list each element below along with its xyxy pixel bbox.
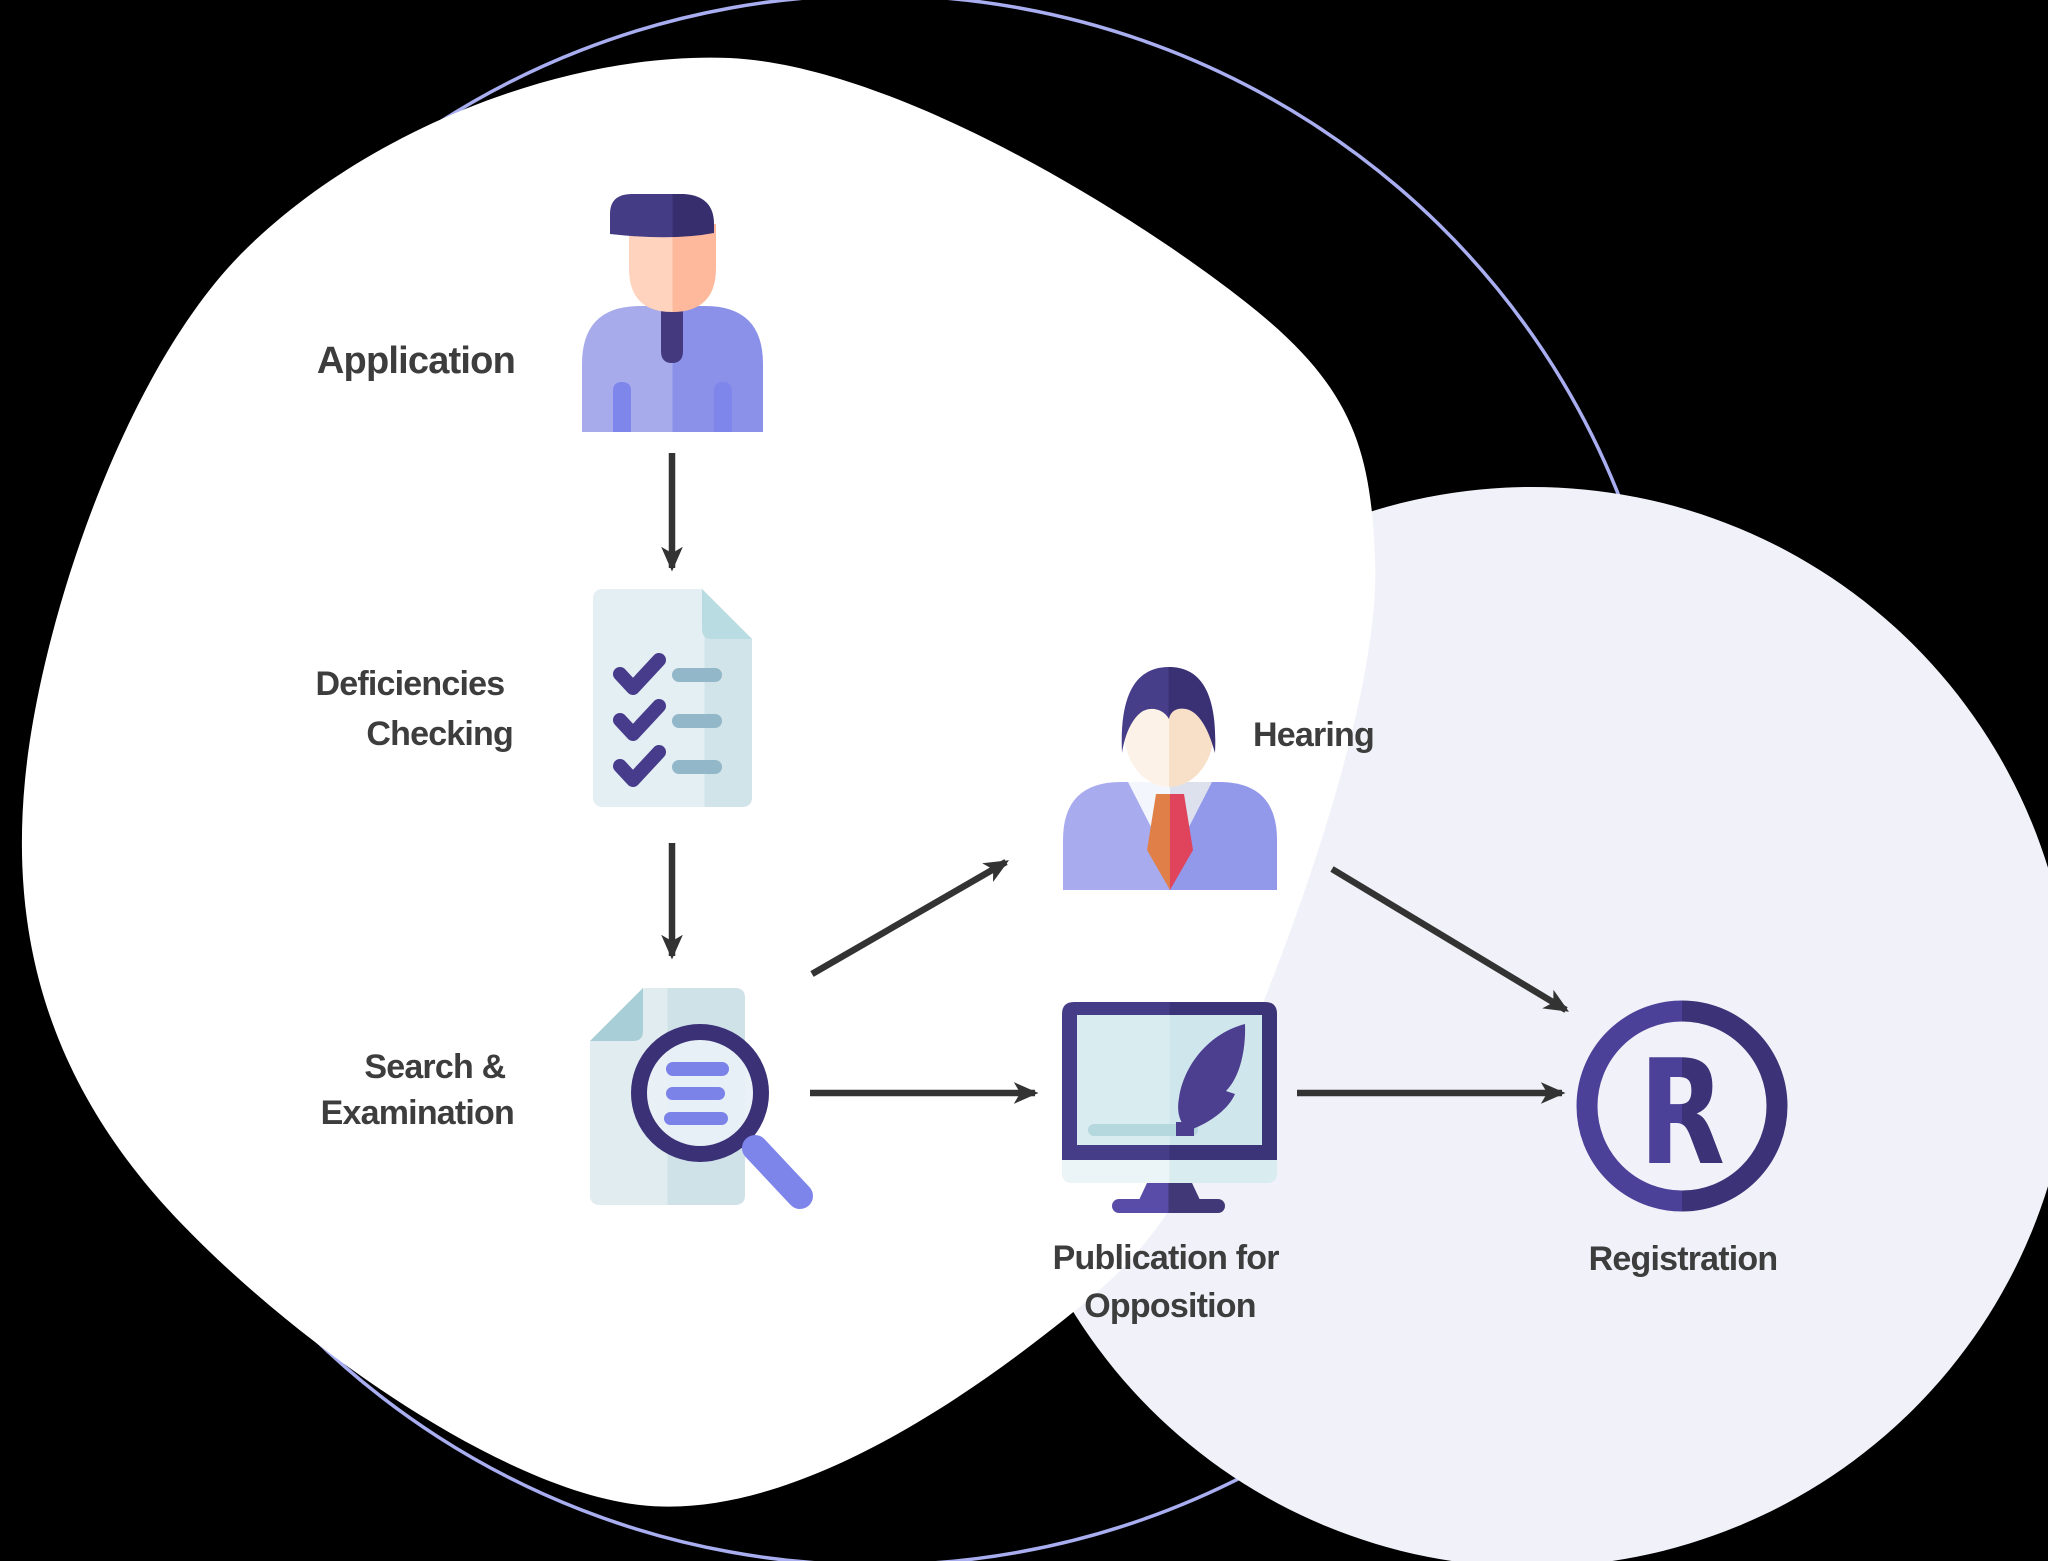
registered-circle [1576, 1000, 1788, 1212]
person-collar [661, 308, 683, 363]
arrow-search-to-hearing [810, 859, 1009, 977]
list-lines [672, 668, 722, 774]
flow-arrows [661, 453, 1569, 1104]
document-magnifier-icon [590, 988, 813, 1209]
checklist-document-icon [593, 589, 752, 807]
registered-r-glyph: R [1639, 1029, 1725, 1198]
monitor-base [1112, 1199, 1225, 1213]
person-hair [610, 194, 714, 238]
businessman-icon [1063, 667, 1277, 890]
quill-feather [1178, 1024, 1246, 1130]
monitor-quill-icon [1062, 1002, 1277, 1213]
magnifier-lens [631, 1024, 769, 1162]
publication-for-opposition-label: Publication for Opposition [1053, 1239, 1288, 1325]
person-icon [582, 194, 763, 432]
registration-label: Registration [1589, 1240, 1778, 1278]
screen-text-line [1088, 1124, 1198, 1136]
magnifier-handle [742, 1135, 813, 1209]
registered-trademark-icon: R [1576, 1000, 1788, 1212]
search-examination-label: Search & Examination [321, 1048, 514, 1132]
check-marks [613, 653, 666, 787]
magnified-text-lines [664, 1062, 729, 1125]
page-fold [702, 589, 752, 639]
deficiencies-checking-label: Deficiencies Checking [316, 665, 514, 753]
tie-right [1170, 794, 1193, 890]
monitor-stand [1139, 1183, 1200, 1200]
hearing-label: Hearing [1253, 716, 1374, 754]
monitor-chin [1062, 1160, 1277, 1183]
application-label: Application [317, 340, 515, 382]
person-face [629, 224, 716, 312]
page-fold [590, 988, 643, 1041]
arrow-hearing-to-registration [1330, 866, 1569, 1013]
hair [1121, 667, 1216, 753]
tie-left [1147, 794, 1170, 890]
